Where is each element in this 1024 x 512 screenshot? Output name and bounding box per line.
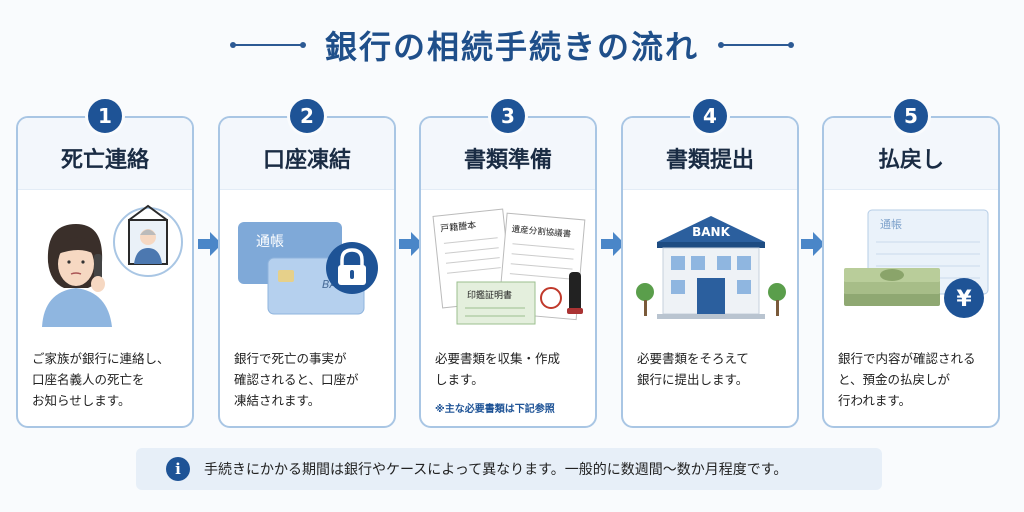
step-title-4: 書類提出 xyxy=(665,147,754,173)
phone-call-illustration xyxy=(42,204,183,327)
step-number-badge-3: 3 xyxy=(488,96,528,136)
yen-badge-icon xyxy=(944,278,984,318)
step-number-badge-2: 2 xyxy=(287,96,327,136)
step-desc-4: 必要書類をそろえて 銀行に提出します。 xyxy=(637,351,749,387)
seal-certificate-document-icon xyxy=(456,281,536,325)
step-card-5: 払戻し 通帳 ¥ 銀行で内容が確認される と、預金の払戻しが 行われます。 xyxy=(822,116,1000,428)
frozen-account-illustration: 通帳 BANK xyxy=(238,222,378,315)
step-title-5: 払戻し xyxy=(877,147,944,173)
svg-text:通帳: 通帳 xyxy=(256,234,284,250)
title-row: 銀行の相続手続きの流れ xyxy=(0,20,1024,70)
bank-building-illustration: BANK xyxy=(636,216,786,319)
step-desc-5: 銀行で内容が確認される と、預金の払戻しが 行われます。 xyxy=(838,351,976,408)
info-banner: i 手続きにかかる期間は銀行やケースによって異なります。一般的に数週間〜数か月程… xyxy=(136,448,882,490)
cash-stack-icon xyxy=(844,292,940,306)
payout-illustration: 通帳 ¥ xyxy=(844,209,989,318)
title-decoration-right xyxy=(718,42,794,48)
step-desc-3: 必要書類を収集・作成 します。 xyxy=(435,351,561,387)
hanko-icon xyxy=(569,272,581,312)
arrow-right-icon xyxy=(198,232,222,256)
step-note-3: ※主な必要書類は下記参照 xyxy=(435,404,555,415)
arrow-right-icon xyxy=(601,232,625,256)
step-desc-1: ご家族が銀行に連絡し、 口座名義人の死亡を お知らせします。 xyxy=(32,351,170,408)
tree-icon xyxy=(768,283,786,301)
phone-icon xyxy=(94,254,102,280)
title-decoration-left xyxy=(229,42,306,48)
svg-text:戸籍謄本: 戸籍謄本 xyxy=(440,219,477,235)
info-icon: i xyxy=(166,457,190,481)
step-number-badge-4: 4 xyxy=(690,96,730,136)
info-text: 手続きにかかる期間は銀行やケースによって異なります。一般的に数週間〜数か月程度で… xyxy=(204,462,788,478)
arrow-right-icon xyxy=(399,232,423,256)
arrow-right-icon xyxy=(801,232,825,256)
seal-stamp-icon xyxy=(540,287,562,309)
step-card-3: 書類準備 戸籍謄本 遺産分割協議書 印鑑証明書 必要書類を収集・作成 します。 … xyxy=(419,116,597,428)
page-title: 銀行の相続手続きの流れ xyxy=(324,28,699,66)
tree-icon xyxy=(636,283,654,301)
step-title-3: 書類準備 xyxy=(463,147,552,173)
person-body-icon xyxy=(42,288,112,327)
step-title-1: 死亡連絡 xyxy=(60,147,149,173)
step-title-2: 口座凍結 xyxy=(262,147,351,173)
svg-text:BANK: BANK xyxy=(692,225,730,239)
step-desc-2: 銀行で死亡の事実が 確認されると、口座が 凍結されます。 xyxy=(234,351,359,408)
step-card-4: 書類提出 BANK 必要書類をそろえて 銀行に提出します。 xyxy=(621,116,799,428)
svg-text:印鑑証明書: 印鑑証明書 xyxy=(467,289,512,301)
step-card-2: 口座凍結 通帳 BANK 銀行で死亡の事実が 確認されると、口座が 凍結されます… xyxy=(218,116,396,428)
bank-building-icon xyxy=(657,216,765,242)
step-header-2: 口座凍結 xyxy=(220,118,394,190)
documents-illustration: 戸籍謄本 遺産分割協議書 印鑑証明書 xyxy=(432,208,586,325)
step-number-badge-5: 5 xyxy=(891,96,931,136)
svg-text:¥: ¥ xyxy=(956,287,972,312)
svg-text:通帳: 通帳 xyxy=(880,217,902,231)
svg-text:遺産分割協議書: 遺産分割協議書 xyxy=(511,224,572,240)
step-number-badge-1: 1 xyxy=(85,96,125,136)
step-header-4: 書類提出 xyxy=(623,118,797,190)
step-card-1: 死亡連絡 ご家族が銀行に連絡し、 口座名義人の死亡を お知らせします。 xyxy=(16,116,194,428)
